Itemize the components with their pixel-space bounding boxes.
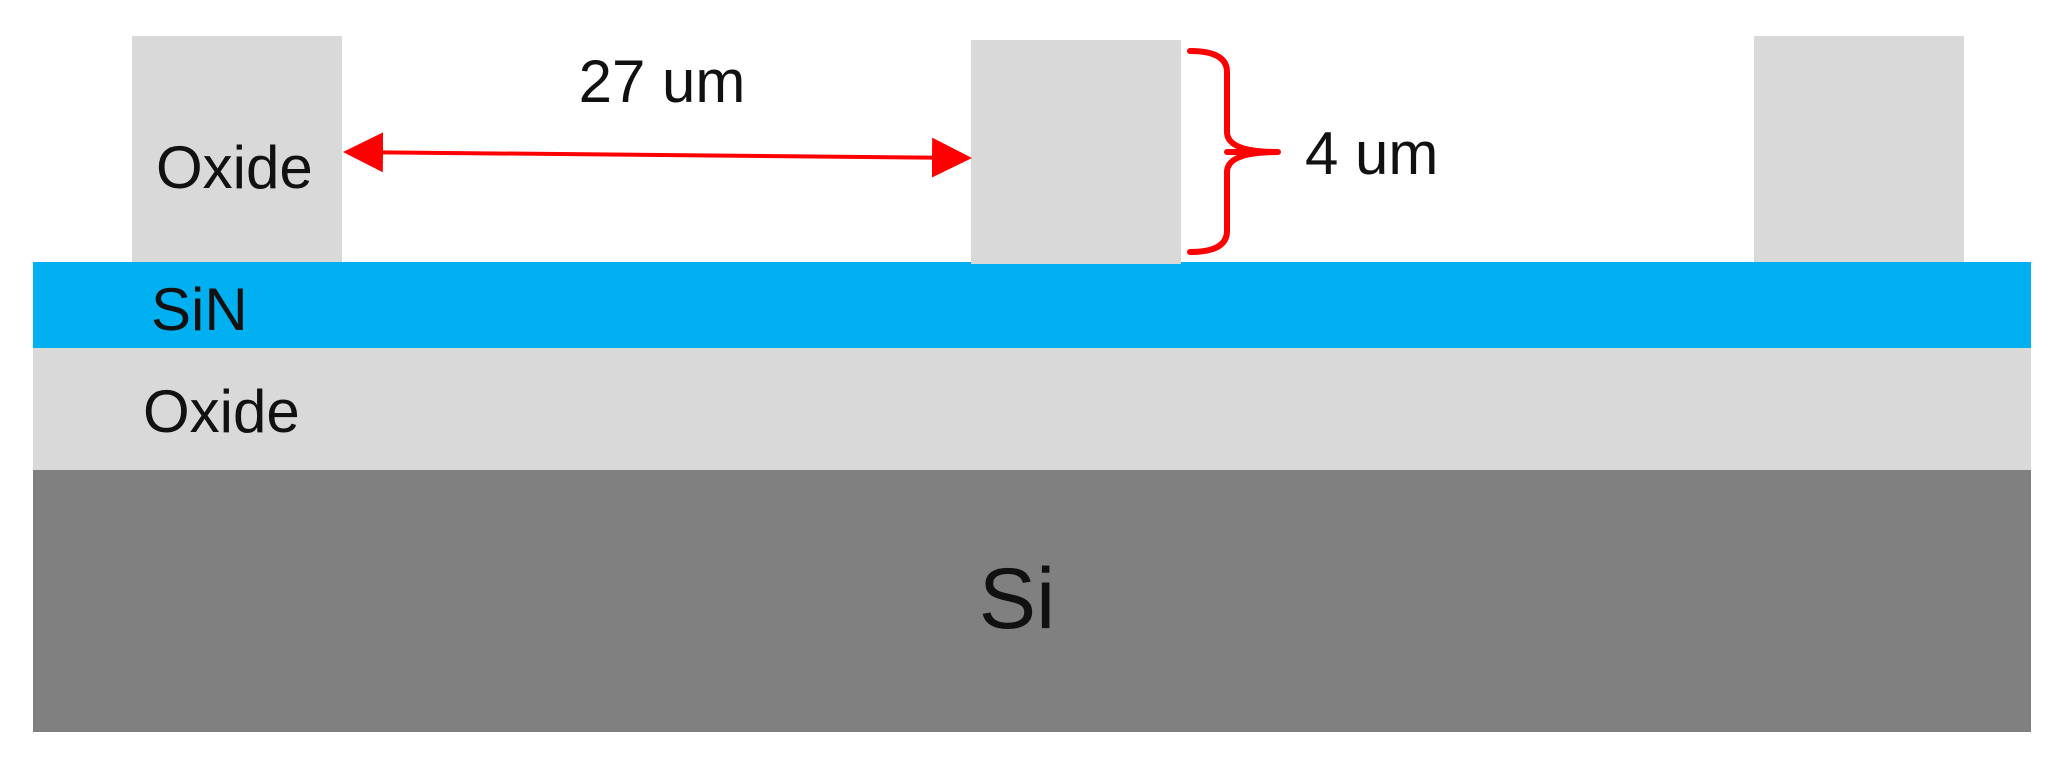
oxide-pillar-right — [1754, 36, 1964, 262]
oxide-pillar-center — [971, 40, 1181, 264]
spacing-dimension-arrow — [343, 132, 972, 178]
oxide-layer — [33, 348, 2031, 470]
si-substrate-label: Si — [979, 551, 1055, 647]
height-dimension-label: 4 um — [1305, 120, 1438, 187]
spacing-dimension-label: 27 um — [579, 48, 746, 115]
sin-layer-label: SiN — [151, 276, 248, 343]
height-dimension-bracket — [1187, 48, 1281, 255]
sin-layer — [33, 262, 2031, 348]
oxide-layer-label: Oxide — [143, 378, 300, 445]
oxide-pillar-left — [132, 36, 342, 262]
oxide-pillar-label: Oxide — [156, 134, 313, 201]
si-substrate — [33, 470, 2031, 732]
